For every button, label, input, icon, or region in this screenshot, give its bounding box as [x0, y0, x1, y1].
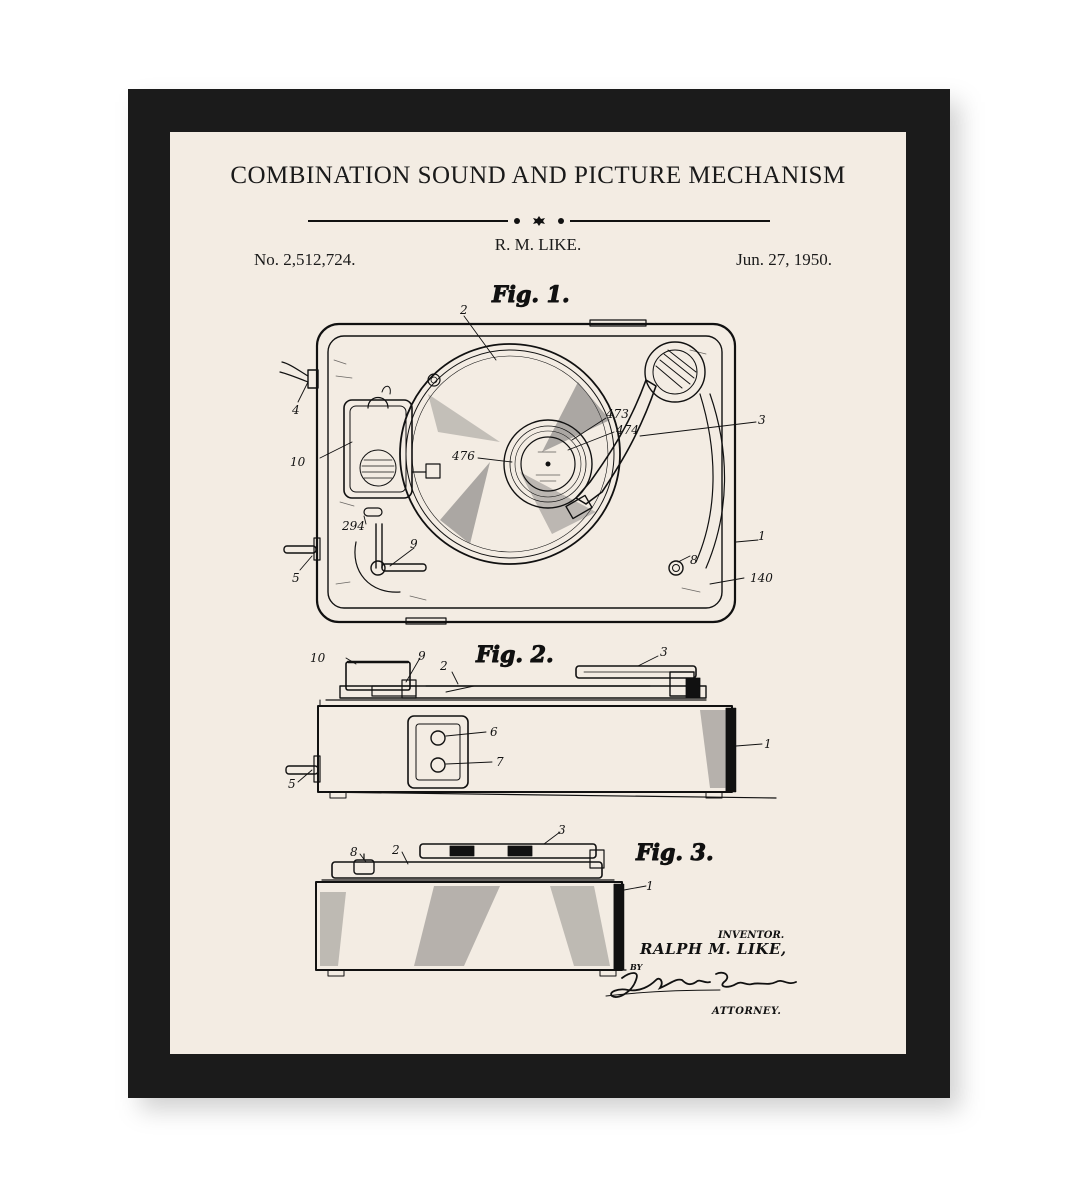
fig2-turntable-front-view: [285, 660, 777, 799]
patent-drawing: Fig. 1.: [279, 282, 777, 977]
inventor-name: RALPH M. LIKE,: [640, 940, 787, 958]
patent-date: Jun. 27, 1950.: [736, 250, 832, 269]
svg-text:6: 6: [490, 725, 498, 739]
fig1-label: Fig. 1.: [491, 282, 570, 308]
svg-text:1: 1: [758, 529, 766, 543]
inventor-heading: INVENTOR.: [718, 930, 785, 941]
fig1-turntable-top-view: [279, 319, 737, 625]
patent-number: No. 2,512,724.: [254, 250, 356, 269]
fig3-label: Fig. 3.: [635, 840, 714, 866]
svg-text:8: 8: [690, 553, 698, 567]
svg-text:9: 9: [410, 537, 418, 551]
signature-block: INVENTOR. RALPH M. LIKE, BY ATTORNEY.: [605, 930, 890, 1040]
svg-text:294: 294: [341, 519, 365, 533]
svg-text:7: 7: [496, 755, 504, 769]
poster-title: COMBINATION SOUND AND PICTURE MECHANISM: [230, 162, 846, 189]
svg-text:9: 9: [418, 649, 426, 663]
svg-text:4: 4: [291, 403, 300, 417]
svg-text:10: 10: [290, 455, 306, 469]
fig3-reference-numerals: 8 2 3 1: [350, 823, 654, 893]
svg-text:3: 3: [558, 823, 566, 837]
svg-text:473: 473: [605, 407, 629, 421]
svg-text:1: 1: [764, 737, 772, 751]
svg-text:474: 474: [615, 423, 639, 437]
svg-text:2: 2: [439, 659, 448, 673]
svg-text:476: 476: [451, 449, 475, 463]
fig3-turntable-side-view: [315, 843, 627, 977]
svg-text:10: 10: [310, 651, 326, 665]
svg-text:2: 2: [391, 843, 400, 857]
svg-text:5: 5: [288, 777, 296, 791]
fig1-reference-numerals: 2 3 4 10 473 474 476 294 9 5 8 1 140: [290, 303, 773, 585]
patent-poster: COMBINATION SOUND AND PICTURE MECHANISM …: [170, 132, 906, 1054]
fig2-reference-numerals: 10 9 2 3 6 7 1 5: [288, 645, 772, 791]
svg-text:3: 3: [660, 645, 668, 659]
svg-text:8: 8: [350, 845, 358, 859]
attorney-label: ATTORNEY.: [712, 1006, 782, 1017]
svg-text:140: 140: [750, 571, 773, 585]
fig1-leader-lines: [297, 315, 759, 585]
by-label: BY: [630, 962, 643, 972]
fig3-leader-lines: [359, 831, 647, 891]
svg-text:1: 1: [646, 879, 654, 893]
title-divider: [308, 216, 770, 226]
inventor-short-name: R. M. LIKE.: [494, 235, 582, 254]
svg-text:5: 5: [292, 571, 300, 585]
svg-text:2: 2: [459, 303, 468, 317]
attorney-signature: [605, 971, 797, 998]
svg-text:3: 3: [758, 413, 766, 427]
fig2-label: Fig. 2.: [475, 642, 554, 668]
fig2-leader-lines: [297, 655, 763, 783]
